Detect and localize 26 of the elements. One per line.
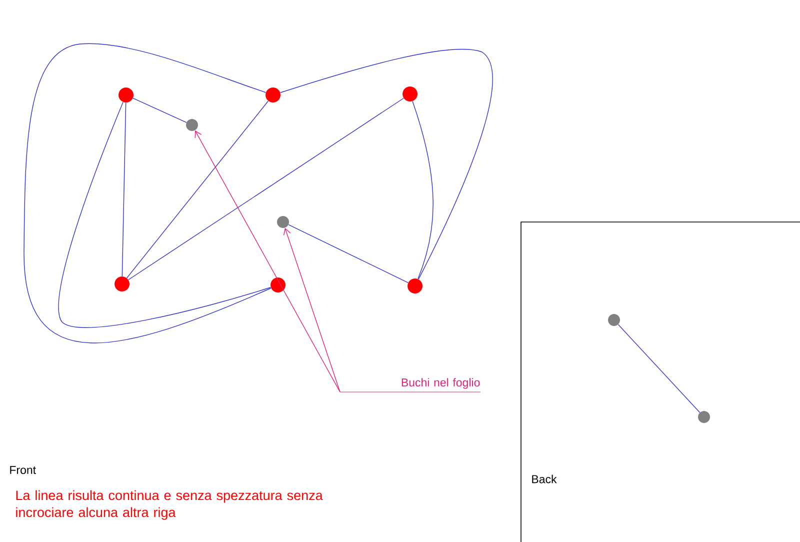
line: [280, 48, 493, 280]
hole: [277, 216, 289, 228]
line: [618, 324, 700, 413]
caption-label: Front: [10, 466, 36, 474]
dot: [266, 88, 280, 102]
dot: [408, 278, 422, 294]
dot: [402, 86, 418, 102]
dot: [114, 276, 130, 292]
line: [128, 98, 404, 280]
line: [122, 102, 126, 277]
hole: [608, 314, 620, 326]
line: [412, 100, 434, 280]
line: [288, 224, 408, 283]
callout-text: Buchi nel foglio: [340, 378, 481, 392]
leader-line: [283, 228, 340, 392]
hole: [186, 119, 198, 131]
line: [126, 100, 269, 278]
note-text: La linea risulta continua e senza spezzatura senza incrociare alcuna altra riga: [16, 490, 323, 520]
dot: [270, 278, 286, 292]
line: [24, 43, 272, 344]
dot: [118, 88, 134, 102]
leader-line: [194, 130, 340, 392]
line: [58, 102, 272, 328]
hole: [698, 411, 710, 423]
caption-label: Back: [532, 474, 557, 484]
line: [132, 98, 187, 123]
